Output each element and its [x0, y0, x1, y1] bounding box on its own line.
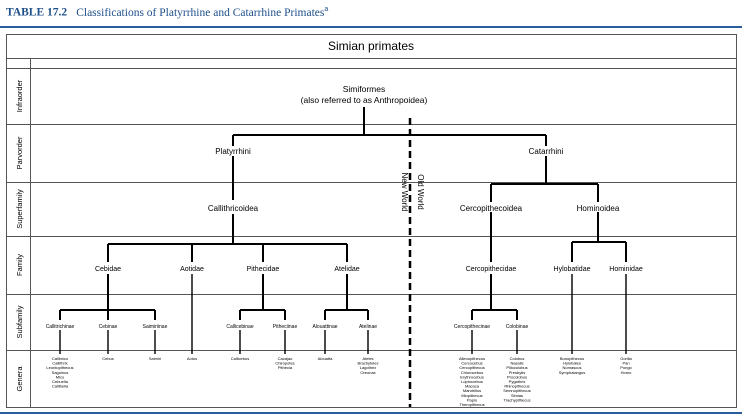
genus-label: Papio [467, 397, 478, 402]
genus-label: Leontopithecus [46, 365, 73, 370]
genus-label: Callicebus [231, 356, 249, 361]
genera-connectors [59, 274, 627, 354]
genus-label: Mico [56, 374, 65, 379]
family-cebidae: Cebidae [95, 266, 121, 273]
genus-label: Cercopithecus [459, 365, 485, 370]
genus-label: Piliocolobus [506, 365, 527, 370]
row-label-family: Family [15, 254, 24, 276]
family-hylobatidae: Hylobatidae [554, 266, 591, 273]
table-title: Classifications of Platyrrhine and Catar… [76, 6, 325, 19]
genus-label: Symphalangus [559, 370, 585, 375]
genus-label: Chlorocebus [461, 370, 483, 375]
family-pithecidae: Pithecidae [247, 266, 280, 273]
genus-label: Colobus [510, 356, 525, 361]
table-grid [6, 34, 737, 408]
genus-label: Procolobus [507, 374, 527, 379]
top-rule [0, 26, 742, 28]
subfamily-colobinae: Colobinae [506, 324, 529, 330]
genus-label: Simias [511, 393, 523, 398]
genus-label: Cacajao [278, 356, 293, 361]
genus-label: Aotus [187, 356, 197, 361]
genus-label: Macaca [465, 384, 480, 389]
genus-label: Bunopithecus [560, 356, 584, 361]
subfamily-callitrichinae: Callitrichinae [46, 324, 75, 330]
infraorder-note: (also referred to as Anthropoidea) [301, 95, 428, 105]
header-title: Simian primates [328, 39, 414, 53]
genus-label: Hylobates [563, 361, 581, 366]
family-atelidae: Atelidae [334, 266, 359, 273]
old-world-label: Old World [416, 174, 425, 209]
genus-label: Callibella [52, 384, 69, 389]
genus-label: Homo [621, 370, 632, 375]
genus-label: Alouatta [318, 356, 333, 361]
row-label-genera: Genera [15, 366, 24, 392]
tree-connectors [59, 107, 627, 320]
parvorder-platyrrhini: Platyrrhini [215, 147, 251, 156]
family-hominidae: Hominidae [609, 266, 643, 273]
genus-label: Brachyteles [358, 361, 379, 366]
genus-label: Presbytis [509, 370, 525, 375]
family-cercopithecidae: Cercopithecidae [466, 266, 517, 273]
genus-label: Lagothrix [360, 365, 376, 370]
table-footnote-marker: a [324, 6, 329, 13]
table-number: TABLE 17.2 [6, 6, 68, 19]
genus-label: Cebus [102, 356, 114, 361]
genus-label: Saguinus [52, 370, 69, 375]
subfamily-atelinae: Atelinae [359, 324, 377, 330]
parvorder-catarrhini: Catarrhini [529, 147, 564, 156]
subfamily-pitheciinae: Pitheciinae [273, 324, 298, 330]
genus-label: Cebuella [52, 379, 69, 384]
genus-label: Pongo [620, 365, 632, 370]
superfamily-callithricoidea: Callithricoidea [208, 204, 259, 213]
genus-label: Callithrix [52, 361, 67, 366]
genus-label: Cercocebus [461, 361, 482, 366]
infraorder-name: Simiformes [343, 84, 386, 94]
genus-label: Erythrocebus [460, 374, 484, 379]
row-label-infraorder: Infraorder [15, 79, 24, 112]
genus-label: Theropithecus [459, 402, 484, 407]
subfamily-alouattinae: Alouattinae [312, 324, 337, 330]
row-label-superfamily: Superfamily [15, 189, 24, 229]
genus-label: Gorilla [620, 356, 632, 361]
genus-label: Chiropotes [275, 361, 294, 366]
row-label-subfamily: Subfamily [15, 305, 24, 338]
row-label-parvorder: Parvorder [15, 136, 24, 169]
subfamily-cebinae: Cebinae [99, 324, 118, 330]
genus-label: Lophocebus [461, 379, 483, 384]
new-world-label: New World [400, 173, 409, 212]
genus-label: Pithecia [278, 365, 293, 370]
genera-lists: CallimicoCallithrixLeontopithecusSaguinu… [46, 356, 632, 407]
superfamily-cercopithecoidea: Cercopithecoidea [460, 204, 523, 213]
family-aotidae: Aotidae [180, 266, 204, 273]
genus-label: Callimico [52, 356, 69, 361]
genus-label: Pygathrix [509, 379, 526, 384]
genus-label: Ateles [362, 356, 373, 361]
genus-label: Nasalis [510, 361, 523, 366]
subfamily-callicebinae: Callicebinae [226, 324, 253, 330]
genus-label: Saimiri [149, 356, 161, 361]
bottom-rule [0, 412, 742, 414]
genus-label: Pan [622, 361, 629, 366]
superfamily-hominoidea: Hominoidea [577, 204, 620, 213]
genus-label: Miopithecus [461, 393, 482, 398]
genus-label: Trachypithecus [504, 397, 531, 402]
genus-label: Mandrillus [463, 388, 481, 393]
table-caption: TABLE 17.2 Classifications of Platyrrhin… [6, 6, 328, 19]
genus-label: Nomascus [563, 365, 582, 370]
subfamily-saimiriinae: Saimiriinae [143, 324, 168, 330]
genus-label: Semnopithecus [503, 388, 531, 393]
genus-label: Oreonax [360, 370, 375, 375]
genus-label: Rhinopithecus [504, 384, 529, 389]
subfamily-cercopithecinae: Cercopithecinae [454, 324, 490, 330]
genus-label: Allenopithecus [459, 356, 485, 361]
